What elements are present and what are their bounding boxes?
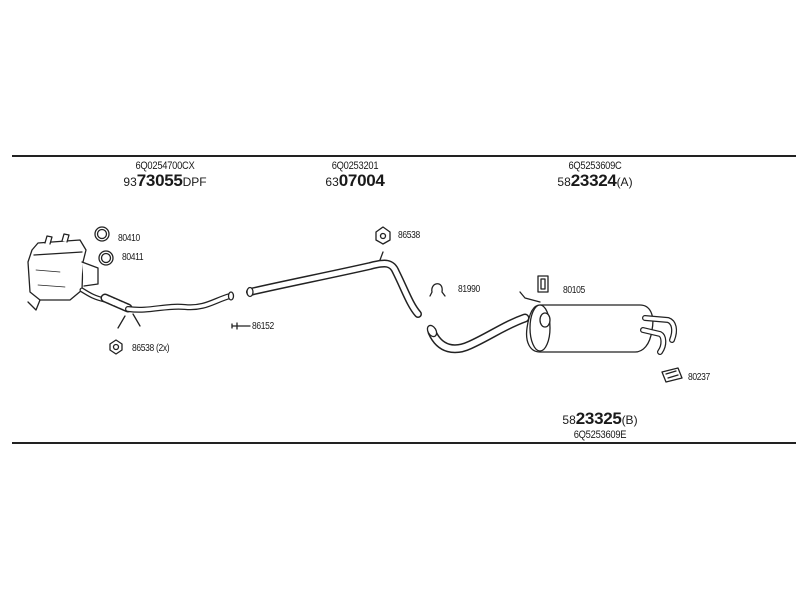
oem-number: 6Q5253609E bbox=[573, 429, 627, 441]
oem-number: 6Q0254700CX bbox=[135, 160, 195, 172]
group-dpf: 6Q0254700CX 9373055DPF bbox=[95, 160, 235, 191]
clamp-80411-icon bbox=[98, 250, 114, 266]
part-code: 9373055DPF bbox=[95, 172, 235, 191]
code-prefix: 93 bbox=[123, 175, 137, 189]
part-label: 86152 bbox=[252, 321, 274, 332]
part-code: 6307004 bbox=[295, 172, 415, 191]
rear-silencer-icon bbox=[426, 291, 678, 355]
code-number: 23325 bbox=[575, 409, 622, 428]
rubber-mount-icon bbox=[429, 283, 446, 297]
code-suffix: (B) bbox=[621, 413, 638, 427]
group-mid-pipe: 6Q0253201 6307004 bbox=[295, 160, 415, 191]
mount-80105-icon bbox=[537, 275, 549, 293]
bottom-rule bbox=[12, 442, 796, 444]
mount-80237-icon bbox=[661, 367, 683, 383]
part-label: 80411 bbox=[122, 252, 144, 263]
middle-pipe-icon bbox=[246, 251, 422, 318]
gasket-top-icon bbox=[375, 226, 391, 245]
dpf-icon bbox=[28, 233, 108, 310]
group-rear-silencer-b: 5823325(B) 6Q5253609E bbox=[540, 410, 660, 442]
code-prefix: 58 bbox=[557, 175, 571, 189]
oem-number: 6Q0253201 bbox=[331, 160, 379, 172]
oem-number: 6Q5253609C bbox=[568, 160, 622, 172]
part-label: 80105 bbox=[563, 285, 585, 296]
group-rear-silencer-a: 6Q5253609C 5823324(A) bbox=[530, 160, 660, 191]
part-label: 86538 bbox=[398, 230, 420, 241]
part-label: 80410 bbox=[118, 233, 140, 244]
code-number: 23324 bbox=[570, 171, 617, 190]
code-prefix: 63 bbox=[325, 175, 339, 189]
clamp-80410-icon bbox=[94, 226, 110, 242]
gasket-icon bbox=[109, 339, 123, 355]
part-code: 5823325(B) bbox=[540, 410, 660, 429]
part-label: 80237 bbox=[688, 372, 710, 383]
bracket-icon bbox=[231, 322, 251, 330]
part-label: 81990 bbox=[458, 284, 480, 295]
part-label: 86538 (2x) bbox=[132, 343, 170, 354]
front-pipe-icon bbox=[100, 291, 235, 329]
code-suffix: DPF bbox=[182, 175, 207, 189]
part-code: 5823324(A) bbox=[530, 172, 660, 191]
code-prefix: 58 bbox=[562, 413, 576, 427]
code-suffix: (A) bbox=[616, 175, 633, 189]
code-number: 07004 bbox=[338, 171, 385, 190]
top-rule bbox=[12, 155, 796, 157]
code-number: 73055 bbox=[136, 171, 183, 190]
